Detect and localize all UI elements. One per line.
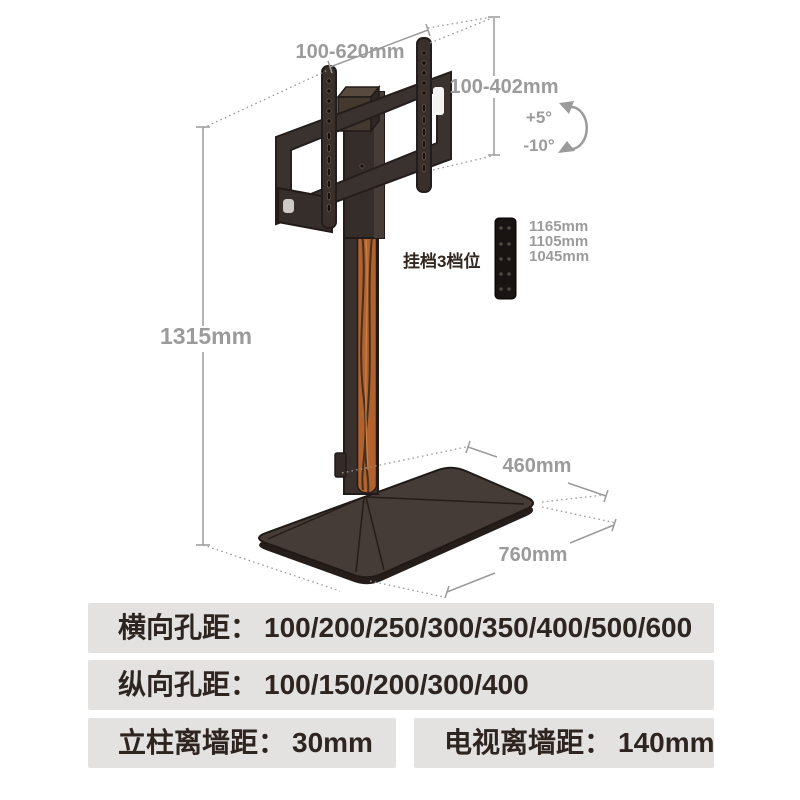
tilt-annotation: +5° -10° [523, 101, 588, 155]
spec-cell-tv-wall-distance: 电视离墙距：140mm [414, 718, 715, 768]
shelf-bracket [277, 186, 333, 234]
gear-annotation: 挂档3档位 1165mm 1105mm 1045mm [403, 218, 589, 271]
tilt-down-label: -10° [523, 136, 555, 155]
vesa-rail-left [321, 65, 337, 229]
spec-row-vertical-holes: 纵向孔距：100/150/200/300/400 [88, 660, 714, 710]
gear-label: 挂档3档位 [403, 251, 480, 271]
gear-strip [494, 217, 517, 300]
rail-holes [326, 78, 332, 213]
dim-base-width: 760mm [369, 506, 617, 599]
spec-value: 140mm [618, 727, 715, 758]
gear-level-2: 1105mm [529, 233, 588, 250]
dim-bracket-width: 100-620mm [296, 16, 493, 74]
tilt-up-label: +5° [526, 108, 552, 127]
bracket-height-label: 100-402mm [450, 76, 559, 98]
base-crease-lines [267, 496, 525, 573]
tv-stand-diagram: 1315mm 100-620mm 100-402mm +5° -10° [160, 16, 617, 599]
bracket-width-label: 100-620mm [296, 41, 405, 63]
tilt-arrow-icon [558, 101, 588, 153]
spec-value: 100/150/200/300/400 [264, 669, 529, 700]
rail-holes [421, 50, 427, 173]
column-clamp [334, 452, 347, 478]
wood-grain [360, 231, 373, 493]
gear-strip-holes [499, 226, 511, 291]
gear-level-1: 1165mm [529, 218, 588, 235]
dim-base-depth: 460mm [341, 440, 609, 503]
stand-height-label: 1315mm [160, 323, 252, 349]
base-width-label: 760mm [499, 544, 568, 566]
dim-bracket-height: 100-402mm [429, 16, 559, 171]
spec-value: 30mm [292, 727, 373, 758]
vesa-rail-right [416, 37, 432, 193]
frame-end-slot [433, 87, 444, 115]
spec-label: 电视离墙距： [444, 727, 613, 758]
spec-label: 纵向孔距： [118, 669, 259, 700]
dim-stand-height: 1315mm [160, 70, 341, 592]
spec-cell-pillar-wall-distance: 立柱离墙距：30mm [88, 718, 396, 768]
spec-row-horizontal-holes: 横向孔距：100/200/250/300/350/400/500/600 [88, 603, 714, 653]
base-depth-label: 460mm [503, 455, 572, 477]
gear-level-3: 1045mm [529, 248, 589, 265]
base-plate [258, 466, 535, 585]
spec-value: 100/200/250/300/350/400/500/600 [264, 612, 693, 643]
spec-label: 立柱离墙距： [118, 727, 287, 758]
spec-label: 横向孔距： [118, 612, 259, 643]
column [334, 227, 379, 495]
